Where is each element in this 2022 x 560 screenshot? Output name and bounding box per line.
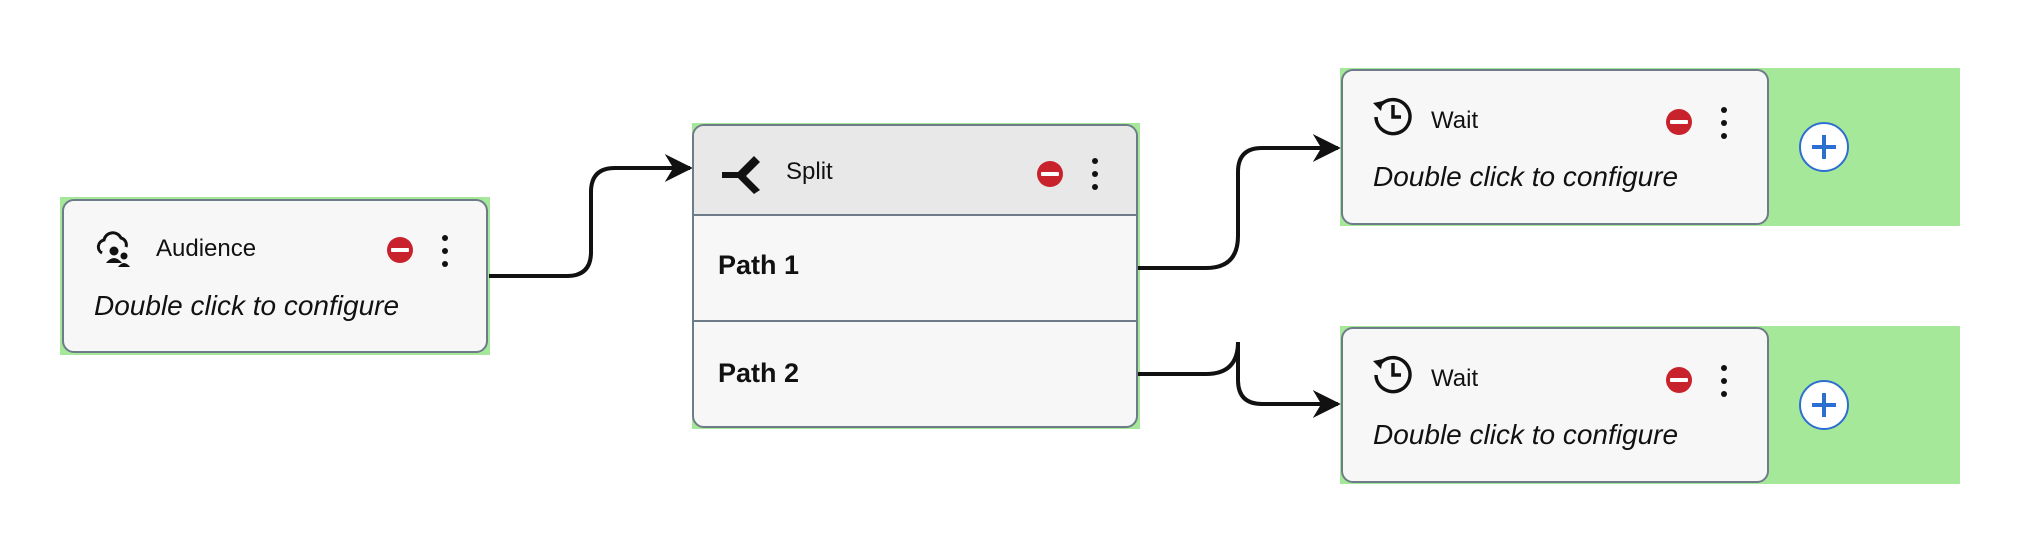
error-status-icon — [1666, 109, 1692, 135]
wait-node-top[interactable]: Wait Double click to configure — [1341, 69, 1769, 225]
more-options-icon[interactable] — [1089, 158, 1101, 190]
add-step-button[interactable] — [1799, 122, 1849, 172]
split-path-label: Path 1 — [718, 250, 800, 280]
split-node-title: Split — [786, 158, 833, 185]
more-options-icon[interactable] — [439, 235, 451, 267]
wait-clock-icon — [1373, 97, 1412, 136]
audience-node-title: Audience — [156, 235, 257, 262]
split-path-row[interactable]: Path 2 — [694, 322, 1136, 428]
more-options-icon[interactable] — [1718, 365, 1730, 397]
error-status-icon — [1037, 161, 1063, 187]
more-options-icon[interactable] — [1718, 107, 1730, 139]
connector-audience-to-split — [489, 154, 693, 278]
split-path-label: Path 2 — [718, 358, 800, 388]
audience-node-hint: Double click to configure — [94, 290, 400, 321]
wait-node-bottom[interactable]: Wait Double click to configure — [1341, 327, 1769, 483]
add-step-button[interactable] — [1799, 380, 1849, 430]
wait-clock-icon — [1373, 355, 1412, 394]
wait-node-hint: Double click to configure — [1373, 419, 1679, 450]
split-icon — [722, 156, 760, 194]
connector-path2-to-wait-bottom — [1138, 341, 1341, 418]
split-path-row[interactable]: Path 1 — [694, 214, 1136, 320]
wait-node-title: Wait — [1431, 107, 1479, 134]
audience-icon — [96, 231, 130, 267]
split-node-header[interactable]: Split — [694, 126, 1136, 216]
connector-path1-to-wait-top — [1138, 134, 1341, 270]
split-node[interactable]: Split Path 1 Path 2 — [692, 124, 1138, 428]
error-status-icon — [387, 237, 413, 263]
wait-node-title: Wait — [1431, 365, 1479, 392]
error-status-icon — [1666, 367, 1692, 393]
split-path-divider — [694, 320, 1136, 322]
wait-node-hint: Double click to configure — [1373, 161, 1679, 192]
audience-node[interactable]: Audience Double click to configure — [62, 199, 488, 353]
